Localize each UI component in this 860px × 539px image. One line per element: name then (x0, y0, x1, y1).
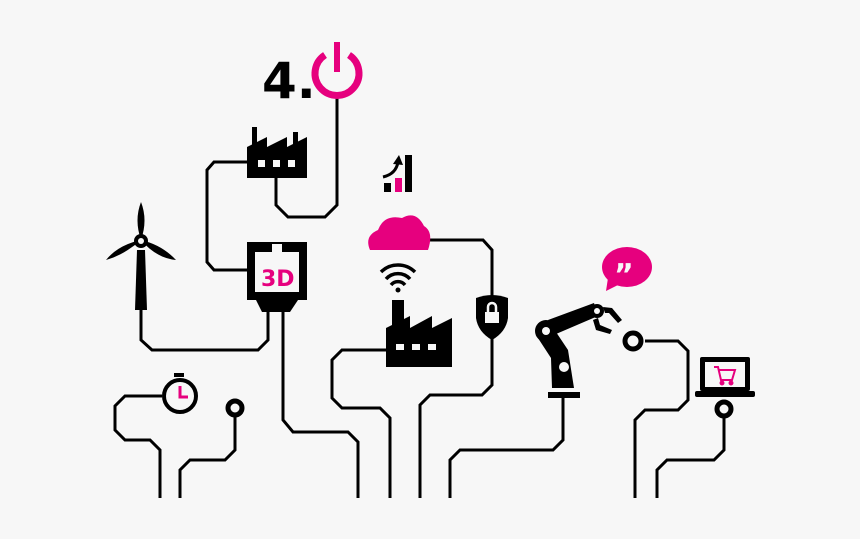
wire-power-factory (274, 92, 339, 219)
factory-icon-large (386, 300, 452, 367)
laptop-cart-icon (695, 357, 755, 397)
wire-stopwatch-down (113, 394, 162, 498)
wire-factory2-down (330, 348, 392, 498)
industry-4-logo: 4. (262, 42, 363, 110)
3d-printer-icon: 3D (247, 242, 307, 312)
logo-text: 4. (262, 52, 316, 110)
wifi-icon (379, 263, 417, 293)
robot-arm-icon (535, 303, 622, 398)
shield-lock-icon (476, 295, 508, 340)
wire-laptop-down (655, 418, 726, 498)
wire-factory-printer (205, 160, 247, 272)
circuit-wires (113, 92, 726, 498)
wire-node-left (178, 416, 237, 498)
factory-icon (247, 127, 307, 178)
wire-turbine-printer (139, 305, 270, 352)
wire-robot-down (448, 398, 565, 498)
printer-label: 3D (261, 267, 295, 292)
wire-cloud-shield (428, 238, 494, 298)
wire-shield-down (418, 338, 494, 498)
speech-bubble-quote-icon: ” (602, 247, 652, 293)
wire-printer-down (281, 312, 360, 498)
connection-node-right (622, 330, 644, 352)
connection-node-laptop (714, 399, 734, 419)
connection-node-left (225, 398, 245, 418)
svg-text:”: ” (614, 258, 634, 293)
wire-node-right (633, 339, 690, 498)
wind-turbine-icon (106, 202, 176, 310)
stopwatch-icon (162, 373, 198, 414)
shopping-cart-icon (714, 366, 737, 386)
growth-chart-icon (382, 155, 412, 192)
cloud-icon (368, 215, 431, 250)
power-icon (311, 42, 363, 99)
